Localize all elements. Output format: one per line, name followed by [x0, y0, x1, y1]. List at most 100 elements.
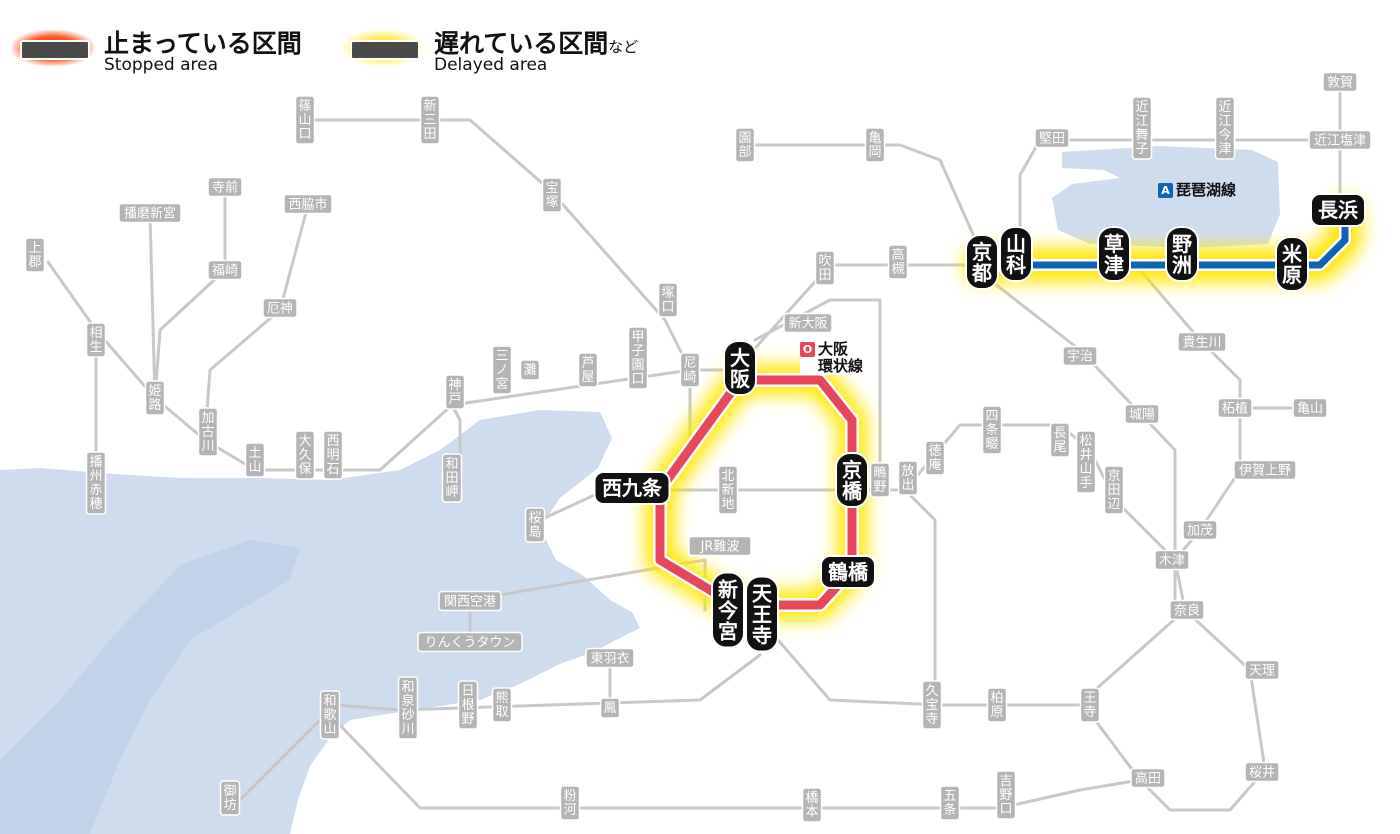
station-label: 寺前	[212, 180, 238, 196]
station-label: 天理	[1249, 664, 1275, 679]
station-nara[interactable]: 奈良	[1169, 599, 1205, 621]
station-shinsanda[interactable]: 新三田	[419, 95, 441, 145]
station-label: 米原	[1282, 242, 1303, 287]
station-kakogawa[interactable]: 加古川	[197, 407, 219, 457]
station-kusatsu[interactable]: 草津	[1097, 226, 1131, 282]
station-hanaten[interactable]: 放出	[897, 460, 919, 496]
station-nishikujo[interactable]: 西九条	[593, 471, 671, 505]
station-tsukaguchi[interactable]: 塚口	[657, 282, 679, 318]
station-marker	[887, 244, 909, 280]
station-gobo[interactable]: 御坊	[219, 780, 241, 816]
station-kameyama[interactable]: 亀山	[1292, 397, 1328, 419]
station-kizu[interactable]: 木津	[1154, 549, 1190, 571]
station-tennoji[interactable]: 天王寺	[745, 575, 779, 653]
station-higashihagoromo[interactable]: 東羽衣	[585, 647, 635, 669]
station-sakurajima[interactable]: 桜島	[524, 507, 546, 543]
station-marker	[814, 250, 836, 286]
station-label: 粉河	[563, 789, 576, 818]
station-sasayamaguchi[interactable]: 篠山口	[294, 95, 316, 145]
station-katamachi[interactable]: 鴫野	[869, 462, 891, 498]
station-himeji[interactable]: 姫路	[144, 380, 166, 416]
station-amagasaki[interactable]: 尼崎	[679, 352, 701, 388]
station-nada[interactable]: 灘	[519, 359, 541, 381]
station-gojo[interactable]: 五条	[939, 785, 961, 821]
station-tsuruhashi[interactable]: 鶴橋	[820, 555, 876, 589]
station-igaueno[interactable]: 伊賀上野	[1233, 459, 1297, 481]
station-wakayama[interactable]: 和歌山	[319, 690, 341, 740]
station-uji[interactable]: 宇治	[1062, 345, 1098, 367]
station-takarazuka[interactable]: 宝塚	[541, 177, 563, 213]
station-hashimoto[interactable]: 橋本	[801, 787, 823, 823]
station-aioi[interactable]: 相生	[85, 322, 107, 358]
station-banshuako[interactable]: 播州赤穂	[85, 451, 107, 515]
station-kyuhoji[interactable]: 久宝寺	[921, 680, 943, 730]
station-tokuan[interactable]: 徳庵	[924, 440, 946, 476]
station-suita[interactable]: 吹田	[814, 250, 836, 286]
station-kameoka[interactable]: 亀岡	[864, 127, 886, 163]
station-marker	[207, 259, 243, 281]
station-tsuge[interactable]: 柘植	[1217, 397, 1253, 419]
station-marker	[688, 535, 752, 557]
station-kyotanabe[interactable]: 京田辺	[1103, 465, 1125, 515]
station-ashiya[interactable]: 芦屋	[577, 352, 599, 388]
station-teramae[interactable]: 寺前	[207, 176, 243, 198]
station-label: 西明石	[326, 434, 339, 477]
station-okubo[interactable]: 大久保	[294, 430, 316, 480]
station-tsuruga[interactable]: 敦賀	[1322, 71, 1358, 93]
station-yakujin[interactable]: 厄神	[262, 297, 298, 319]
station-kankuu[interactable]: 関西空港	[438, 590, 502, 612]
station-kyobashi[interactable]: 京橋	[835, 452, 869, 508]
station-sonobe[interactable]: 園部	[734, 127, 756, 163]
station-katata[interactable]: 堅田	[1034, 127, 1070, 149]
station-kyoto[interactable]: 京都	[965, 234, 999, 290]
station-otori[interactable]: 鳳	[599, 697, 621, 719]
station-takada[interactable]: 高田	[1130, 767, 1166, 789]
station-wadamisaki[interactable]: 和田岬	[441, 453, 463, 503]
station-nishiwakishi[interactable]: 西脇市	[283, 193, 333, 215]
station-joyo[interactable]: 城陽	[1124, 403, 1160, 425]
station-omishiotsu[interactable]: 近江塩津	[1308, 129, 1372, 151]
station-tenri[interactable]: 天理	[1244, 659, 1280, 681]
station-fukusaki[interactable]: 福崎	[207, 259, 243, 281]
station-label: 相生	[89, 326, 102, 355]
station-izumisunagawa[interactable]: 和泉砂川	[397, 676, 419, 740]
station-nagahama[interactable]: 長浜	[1310, 193, 1366, 227]
station-osaka[interactable]: 大阪	[723, 340, 757, 396]
station-label: 厄神	[267, 302, 293, 317]
station-yasu[interactable]: 野洲	[1165, 226, 1199, 282]
station-kibukawa[interactable]: 貴生川	[1177, 331, 1227, 353]
station-koshienguchi[interactable]: 甲子園口	[627, 326, 649, 390]
station-sakurai[interactable]: 桜井	[1244, 761, 1280, 783]
station-rinku[interactable]: りんくうタウン	[417, 631, 523, 653]
station-kamo[interactable]: 加茂	[1182, 519, 1218, 541]
station-label: 奈良	[1174, 603, 1200, 619]
station-omimaiko[interactable]: 近江舞子	[1131, 96, 1153, 160]
station-kokawa[interactable]: 粉河	[559, 785, 581, 821]
station-nishiakashi[interactable]: 西明石	[322, 430, 344, 480]
station-marker	[981, 405, 1003, 455]
station-kashiwara[interactable]: 柏原	[986, 687, 1008, 723]
station-sannomiya[interactable]: 三ノ宮	[491, 345, 513, 395]
station-jrnamba[interactable]: JR難波	[688, 535, 752, 557]
station-yamashina[interactable]: 山科	[999, 226, 1033, 282]
station-takatsuki[interactable]: 高槻	[887, 244, 909, 280]
station-oji[interactable]: 王寺	[1079, 687, 1101, 723]
station-yoshinoguchi[interactable]: 吉野口	[995, 770, 1017, 820]
station-hineno[interactable]: 日根野	[457, 680, 479, 730]
loop-line-mark: O	[800, 342, 815, 357]
station-shinimamiya[interactable]: 新今宮	[711, 571, 745, 649]
station-kobe[interactable]: 神戸	[444, 374, 466, 410]
station-shijonawate[interactable]: 四条畷	[981, 405, 1003, 455]
station-kamigori[interactable]: 上郡	[24, 237, 46, 273]
station-shinosaka[interactable]: 新大阪	[783, 312, 833, 334]
station-maibara[interactable]: 米原	[1275, 236, 1309, 292]
station-kumatori[interactable]: 熊取	[491, 687, 513, 723]
station-kitashinchi[interactable]: 北新地	[717, 465, 739, 515]
station-omiimazu[interactable]: 近江今津	[1214, 96, 1236, 160]
station-nagao[interactable]: 長尾	[1049, 422, 1071, 458]
station-matsuiyamate[interactable]: 松井山手	[1075, 430, 1097, 494]
station-harimashingu[interactable]: 播磨新宮	[118, 202, 182, 224]
station-dosan[interactable]: 土山	[244, 442, 266, 478]
